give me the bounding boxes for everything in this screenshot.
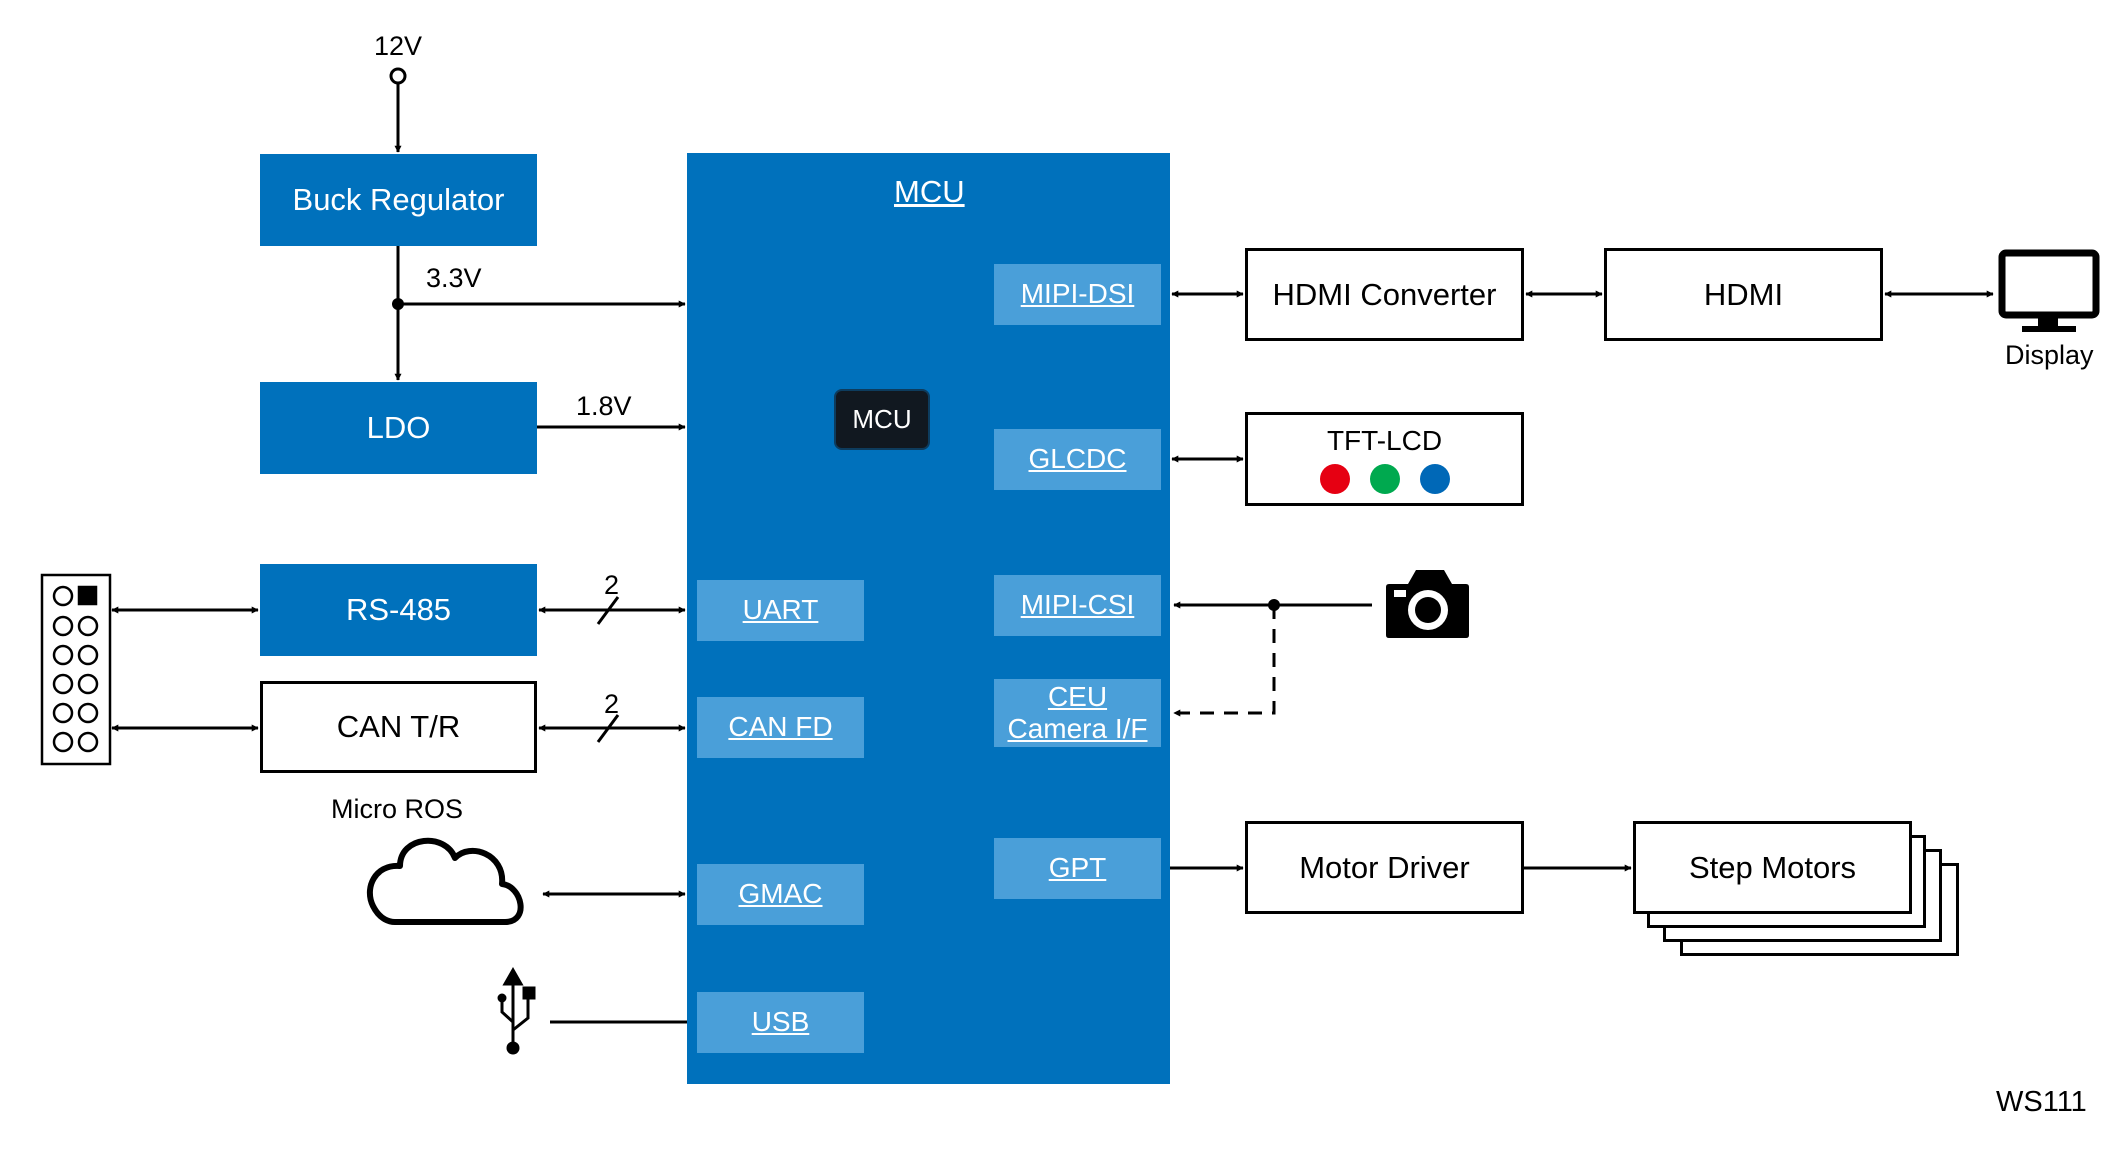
tft-lcd-color-dots — [1320, 464, 1450, 494]
hdmi-block: HDMI — [1604, 248, 1883, 341]
gmac-port: GMAC — [697, 864, 864, 925]
junction-3v3 — [392, 298, 404, 310]
rail-3v3-label: 3.3V — [426, 263, 482, 293]
supply-terminal — [389, 67, 407, 85]
ceu-camera-if-port: CEU Camera I/F — [994, 679, 1161, 747]
motor-driver-block: Motor Driver — [1245, 821, 1524, 914]
rs485-block: RS-485 — [260, 564, 537, 656]
lcd-dot — [1320, 464, 1350, 494]
can-bus-width-label: 2 — [604, 689, 620, 719]
lcd-dot — [1420, 464, 1450, 494]
supply-12v-label: 12V — [374, 31, 423, 61]
hdmi-converter-block: HDMI Converter — [1245, 248, 1524, 341]
lcd-dot — [1370, 464, 1400, 494]
usb-icon — [497, 966, 536, 1055]
rail-1v8-label: 1.8V — [576, 391, 632, 421]
gpt-port: GPT — [994, 838, 1161, 899]
camera-ceu-dashed-line — [1173, 605, 1276, 717]
camera-if-label: Camera I/F — [1007, 713, 1148, 744]
can-transceiver-block: CAN T/R — [260, 681, 537, 773]
uart-bus-width-label: 2 — [604, 570, 620, 600]
pin-header-connector-icon — [40, 573, 112, 766]
mcu-chip-icon: MCU — [834, 389, 930, 450]
can-bus-slash — [596, 714, 620, 743]
junction-camera — [1268, 599, 1280, 611]
display-label: Display — [2005, 340, 2094, 370]
step-motors-block: Step Motors — [1633, 821, 1912, 914]
camera-icon — [1386, 570, 1469, 638]
usb-port: USB — [697, 992, 864, 1053]
uart-port: UART — [697, 580, 864, 641]
cloud-icon — [366, 837, 524, 925]
monitor-icon — [1998, 249, 2100, 332]
uart-bus-slash — [596, 596, 620, 625]
ceu-label: CEU — [1047, 680, 1108, 712]
buck-regulator-block: Buck Regulator — [260, 154, 537, 246]
footer-code: WS111 — [1996, 1086, 2087, 1118]
mipi-dsi-port: MIPI-DSI — [994, 264, 1161, 325]
ldo-block: LDO — [260, 382, 537, 474]
glcdc-port: GLCDC — [994, 429, 1161, 490]
mipi-csi-port: MIPI-CSI — [994, 575, 1161, 636]
micro-ros-label: Micro ROS — [331, 794, 464, 824]
canfd-port: CAN FD — [697, 697, 864, 758]
mcu-chip-label: MCU — [852, 404, 912, 434]
tft-lcd-label: TFT-LCD — [1326, 425, 1443, 456]
mcu-title: MCU — [894, 174, 965, 209]
